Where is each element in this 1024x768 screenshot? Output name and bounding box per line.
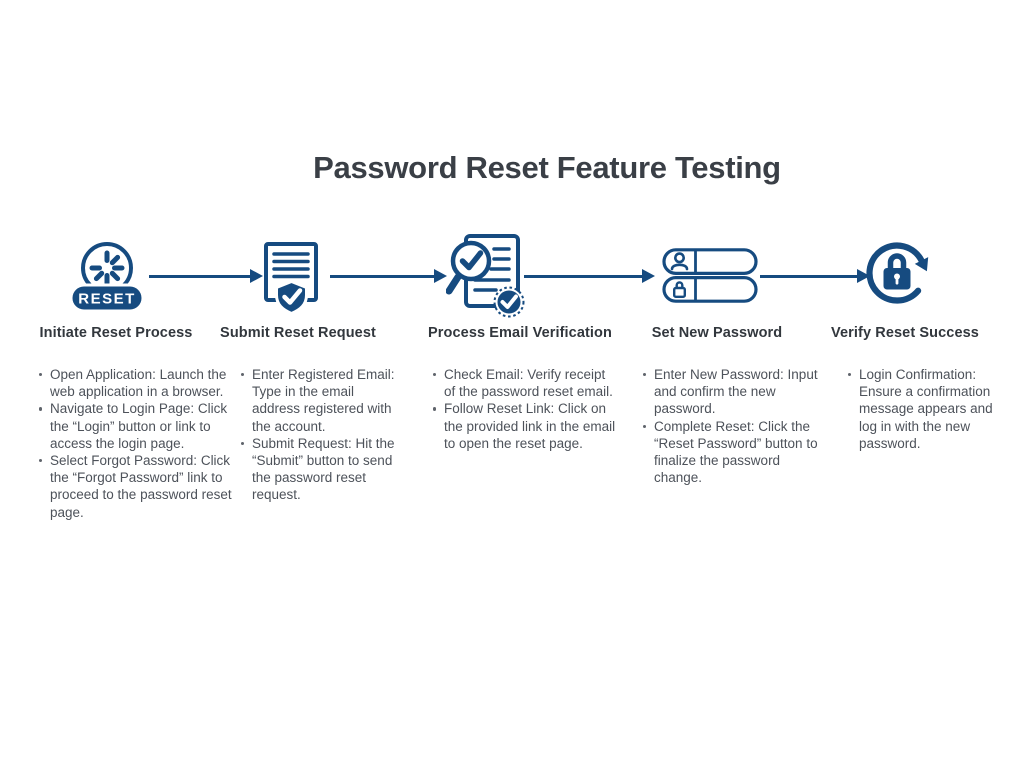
step-bullets-submit-request: Enter Registered Email: Type in the emai…: [238, 366, 402, 504]
flow-arrow: [760, 269, 870, 283]
bullet-item: Enter New Password: Input and confirm th…: [640, 366, 822, 418]
bullet-item: Select Forgot Password: Click the “Forgo…: [36, 452, 232, 521]
step-bullets-verify-success: Login Confirmation: Ensure a confirmatio…: [845, 366, 1007, 452]
flow-arrow: [149, 269, 263, 283]
bullet-item: Open Application: Launch the web applica…: [36, 366, 232, 400]
bullet-item: Submit Request: Hit the “Submit” button …: [238, 435, 402, 504]
bullet-item: Complete Reset: Click the “Reset Passwor…: [640, 418, 822, 487]
step-heading-submit-request: Submit Reset Request: [220, 325, 376, 341]
username-password-fields-icon: [662, 248, 758, 303]
bullet-item: Check Email: Verify receipt of the passw…: [430, 366, 616, 400]
bullet-item: Navigate to Login Page: Click the “Login…: [36, 400, 232, 452]
lock-refresh-icon: [866, 242, 929, 304]
step-bullets-set-new-password: Enter New Password: Input and confirm th…: [640, 366, 822, 486]
step-heading-initiate-reset: Initiate Reset Process: [39, 325, 193, 341]
step-heading-verify-success: Verify Reset Success: [831, 325, 979, 341]
bullet-item: Enter Registered Email: Type in the emai…: [238, 366, 402, 435]
page-title: Password Reset Feature Testing: [313, 150, 781, 185]
flow-arrow: [524, 269, 655, 283]
bullet-item: Follow Reset Link: Click on the provided…: [430, 400, 616, 452]
step-heading-email-verification: Process Email Verification: [428, 325, 612, 341]
bullet-item: Login Confirmation: Ensure a confirmatio…: [845, 366, 1007, 452]
document-shield-check-icon: [264, 242, 318, 315]
document-search-verified-icon: [446, 234, 525, 318]
step-bullets-initiate-reset: Open Application: Launch the web applica…: [36, 366, 232, 521]
reset-badge-label: RESET: [78, 291, 136, 308]
step-heading-set-new-password: Set New Password: [651, 325, 783, 341]
step-bullets-email-verification: Check Email: Verify receipt of the passw…: [430, 366, 616, 452]
flow-arrow: [330, 269, 447, 283]
reset-spinner-icon: RESET: [69, 242, 145, 313]
